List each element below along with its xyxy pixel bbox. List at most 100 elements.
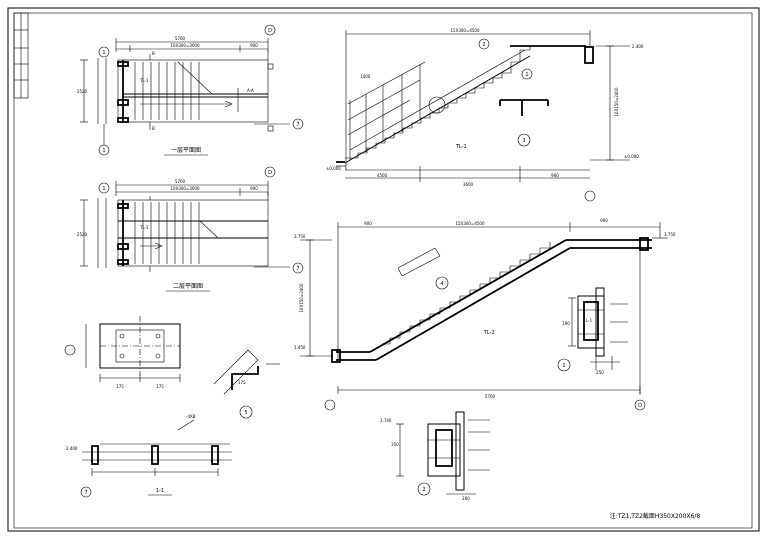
tl2-labels: 900 15X300=4500 900 16X150=2400 5700 3.7… xyxy=(294,218,676,399)
node2-dim-a: 350 xyxy=(391,442,399,447)
base-plate-labels: 175 175 xyxy=(116,384,164,389)
svg-text:1: 1 xyxy=(102,186,105,192)
plan1-total-dim: 5700 xyxy=(175,36,186,41)
plan-second-floor xyxy=(80,181,290,272)
plan1-marker-top xyxy=(267,63,274,70)
axis-c-tl2 xyxy=(324,399,336,411)
axis-d-tl1 xyxy=(584,190,596,202)
plan2-labels: 5700 10X300=3000 900 2520 TL-1 二层平面图 xyxy=(77,179,258,292)
svg-text:7: 7 xyxy=(296,266,299,272)
tl2-title: TL-2 xyxy=(483,330,495,336)
plan1-title: 一层平面图 xyxy=(171,147,201,154)
tl2-top-dim: 15X300=4500 xyxy=(456,221,485,226)
plan2-tl-label: TL-1 xyxy=(139,225,149,230)
tl2-elevation xyxy=(300,222,668,395)
axis-d-plan1: D xyxy=(264,24,276,36)
tl1-top-dim: 15X300=4500 xyxy=(451,28,480,33)
node-detail-1 xyxy=(568,287,628,370)
tl1-detail-circle xyxy=(428,96,446,114)
axis-1-node-marker: 1 xyxy=(557,358,571,372)
inner-frame xyxy=(13,12,753,529)
node-detail-1-labels: 190 L-1 250 xyxy=(562,318,604,375)
section-title: 1-1 xyxy=(156,488,164,494)
section-elev: 2.400 xyxy=(66,446,78,451)
svg-text:2: 2 xyxy=(482,42,485,48)
tl1-title: TL-1 xyxy=(455,144,467,150)
node-detail-2 xyxy=(396,411,490,495)
node2-dim-b: 200 xyxy=(462,496,470,501)
axis-4-marker: 4 xyxy=(435,276,449,290)
plan2-inner-dim: 10X300=3000 xyxy=(171,186,200,191)
svg-text:2: 2 xyxy=(422,487,425,493)
svg-text:D: D xyxy=(268,28,272,34)
tl1-elev-top: 2.400 xyxy=(632,44,644,49)
axis-7-plan1: 7 xyxy=(292,118,304,130)
tl1-height-dim: 16X150=2400 xyxy=(614,87,619,116)
plan1-right-dim: 900 xyxy=(250,43,258,48)
svg-text:7: 7 xyxy=(84,490,87,496)
tl2-right-dim: 900 xyxy=(600,218,608,223)
plan2-height-dim: 2520 xyxy=(77,232,88,237)
plan1-labels: 5700 10X300=3000 900 2520 TL-1 A-A B B 一… xyxy=(77,36,258,156)
section-1-1 xyxy=(82,419,232,476)
section-1-1-labels: -4X8 2.400 1-1 xyxy=(66,414,196,496)
svg-text:1: 1 xyxy=(102,50,105,56)
axis-c-plan1-top: 1 xyxy=(98,46,110,58)
tl1-elevation xyxy=(336,30,630,182)
svg-text:D: D xyxy=(268,170,272,176)
svg-text:3: 3 xyxy=(522,138,525,144)
tl1-bottom-dim: 3600 xyxy=(463,182,474,187)
base-plate-detail xyxy=(85,316,181,382)
node1-height-dim: 190 xyxy=(562,321,570,326)
plan-first-floor xyxy=(80,38,290,145)
plan2-total-dim: 5700 xyxy=(175,179,186,184)
tl2-elev-lower: 1.450 xyxy=(294,345,306,350)
tl2-elev-right: 3.750 xyxy=(664,232,676,237)
svg-text:1: 1 xyxy=(562,363,565,369)
plate-dim-b: 175 xyxy=(156,384,164,389)
plan1-treads xyxy=(134,62,200,120)
axis-2-marker-tl1: 2 xyxy=(478,38,490,50)
axis-2-node-marker: 2 xyxy=(417,482,431,496)
node2-elev: 3.740 xyxy=(380,418,392,423)
tl1-right-dim: 900 xyxy=(551,173,559,178)
axis-d-tl2: D xyxy=(634,399,646,411)
plan1-ab-label: A-A xyxy=(247,88,254,93)
tl1-elev-bottom: ±0.000 xyxy=(624,154,639,159)
sheet-border xyxy=(7,7,760,532)
tl2-height-dim: 16X150=2400 xyxy=(299,283,304,312)
node-detail-2-labels: 3.740 350 200 xyxy=(380,418,470,501)
axis-5-marker: 5 xyxy=(239,405,253,419)
axis-c-plan2-top: 1 xyxy=(98,182,110,194)
axis-c-plan1-bottom: 1 xyxy=(98,144,110,156)
plan1-height-dim: 2520 xyxy=(77,89,88,94)
axis-3-marker: 3 xyxy=(517,133,531,147)
tl1-labels: 15X300=4500 4500 3600 900 16X150=2400 2.… xyxy=(326,28,644,187)
plan1-marker-bottom xyxy=(267,125,274,132)
plan2-title: 二层平面图 xyxy=(173,283,203,290)
svg-text:1: 1 xyxy=(525,72,528,78)
axis-7-plan2: 7 xyxy=(292,262,304,274)
plan2-right-dim: 900 xyxy=(250,186,258,191)
axis-1-marker-tl1: 1 xyxy=(521,68,533,80)
tl1-mid-dim: 4500 xyxy=(377,173,388,178)
plan2-treads xyxy=(134,202,200,264)
svg-text:5: 5 xyxy=(244,410,247,416)
tl2-left-dim: 900 xyxy=(364,221,372,226)
tread-plate-size: 175 xyxy=(238,380,246,385)
title-strip xyxy=(13,12,29,99)
plan1-tl-label: TL-1 xyxy=(139,78,149,83)
plan1-b-top: B xyxy=(152,51,155,56)
axis-7-section: 7 xyxy=(80,486,92,498)
section-size-label: -4X8 xyxy=(186,414,196,419)
plan1-inner-dim: 10X300=3000 xyxy=(171,43,200,48)
tl2-elev-left: 3.750 xyxy=(294,234,306,239)
tread-detail-labels: 175 xyxy=(238,380,246,385)
tl1-left-dim: 1400 xyxy=(360,74,371,79)
tl1-elev-left: ±0.000 xyxy=(326,166,341,171)
axis-d-plan2: D xyxy=(264,166,276,178)
plan1-b-bottom: B xyxy=(152,126,155,131)
svg-text:7: 7 xyxy=(296,122,299,128)
svg-text:D: D xyxy=(638,403,642,409)
